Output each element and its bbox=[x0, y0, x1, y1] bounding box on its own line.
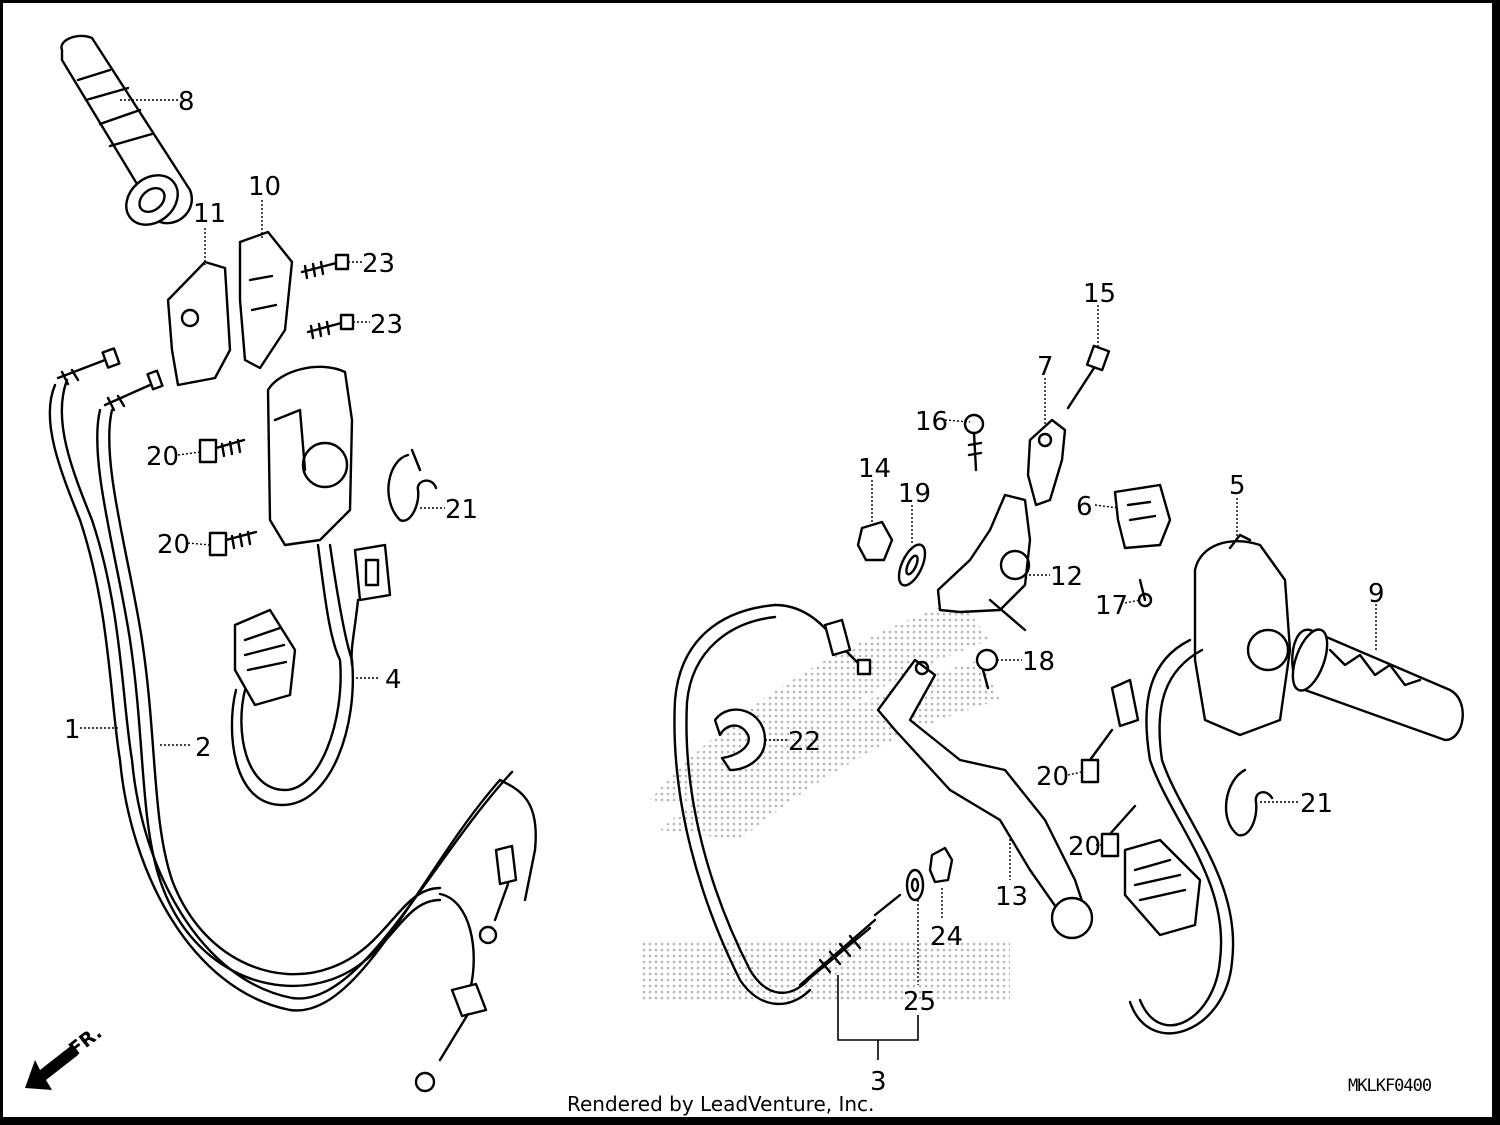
callout-16: 16 bbox=[915, 407, 948, 437]
callout-13: 13 bbox=[995, 882, 1028, 912]
callout-22: 22 bbox=[788, 727, 821, 757]
callout-25: 25 bbox=[903, 987, 936, 1017]
callout-12: 12 bbox=[1050, 562, 1083, 592]
right-grip-part-9[interactable] bbox=[1286, 625, 1464, 742]
callout-23b: 23 bbox=[370, 310, 403, 340]
credit-text: Rendered by LeadVenture, Inc. bbox=[567, 1092, 875, 1116]
left-grip-part-8[interactable] bbox=[60, 34, 193, 235]
bolt-part-20-left-upper[interactable] bbox=[198, 438, 246, 464]
diagram-code: MKLKF0400 bbox=[1348, 1076, 1432, 1096]
wire-clamp-part-21-left[interactable] bbox=[387, 448, 438, 522]
callout-labels: 8 10 11 23 23 20 20 21 4 1 2 15 7 16 14 … bbox=[64, 87, 1385, 1097]
callout-3: 3 bbox=[870, 1067, 887, 1097]
callout-21b: 21 bbox=[1300, 789, 1333, 819]
screw-part-23-lower[interactable] bbox=[306, 313, 355, 340]
stop-switch-part-6[interactable] bbox=[1113, 483, 1172, 550]
throttle-housing-upper-part-11[interactable] bbox=[166, 260, 232, 387]
callout-23a: 23 bbox=[362, 249, 395, 279]
callout-18: 18 bbox=[1022, 647, 1055, 677]
bolt-part-20-left-lower[interactable] bbox=[208, 530, 258, 557]
callout-5: 5 bbox=[1229, 471, 1246, 501]
pivot-bolt-part-15[interactable] bbox=[1066, 344, 1111, 410]
callout-4: 4 bbox=[385, 665, 402, 695]
right-switch-harness[interactable] bbox=[1110, 638, 1235, 1035]
callout-21a: 21 bbox=[445, 495, 478, 525]
callout-7: 7 bbox=[1037, 352, 1054, 382]
throttle-cable-part-1[interactable] bbox=[48, 347, 537, 1012]
callout-9: 9 bbox=[1368, 579, 1385, 609]
wire-clamp-part-21-right[interactable] bbox=[1224, 768, 1274, 837]
throttle-housing-lower-part-10[interactable] bbox=[238, 230, 294, 370]
callout-20c: 20 bbox=[1036, 762, 1069, 792]
callout-20b: 20 bbox=[157, 530, 190, 560]
bolt-part-20-right-lower[interactable] bbox=[1100, 804, 1137, 858]
screw-part-17[interactable] bbox=[1137, 578, 1153, 608]
right-switch-housing-part-5[interactable] bbox=[1193, 533, 1292, 737]
left-switch-housing[interactable] bbox=[266, 365, 354, 547]
callout-10: 10 bbox=[248, 172, 281, 202]
callout-17: 17 bbox=[1095, 591, 1128, 621]
clutch-lever-part-13[interactable] bbox=[876, 658, 1094, 940]
lever-bracket-part-12[interactable] bbox=[936, 493, 1032, 632]
callout-11: 11 bbox=[193, 199, 226, 229]
clutch-cable-part-3[interactable] bbox=[673, 603, 902, 1005]
callout-20a: 20 bbox=[146, 442, 179, 472]
callout-1: 1 bbox=[64, 715, 81, 745]
callout-24: 24 bbox=[930, 922, 963, 952]
screw-part-23-upper[interactable] bbox=[300, 253, 350, 280]
nut-part-14[interactable] bbox=[856, 520, 894, 562]
callout-20d: 20 bbox=[1068, 832, 1101, 862]
cable-clip-part-22[interactable] bbox=[713, 708, 767, 772]
washer-part-19[interactable] bbox=[894, 541, 931, 589]
bolt-part-20-right-upper[interactable] bbox=[1080, 728, 1114, 784]
leader-lines bbox=[80, 99, 1377, 1060]
washer-part-25[interactable] bbox=[905, 868, 925, 902]
master-cylinder-holder-part-7[interactable] bbox=[1026, 418, 1067, 507]
callout-2: 2 bbox=[195, 733, 212, 763]
callout-6: 6 bbox=[1076, 492, 1093, 522]
callout-19: 19 bbox=[898, 479, 931, 509]
switch-harness-part-4[interactable] bbox=[230, 543, 392, 807]
screw-part-16[interactable] bbox=[963, 413, 985, 472]
throttle-cable-part-2[interactable] bbox=[96, 369, 488, 1093]
front-direction-arrow-icon bbox=[25, 1045, 78, 1090]
callout-15: 15 bbox=[1083, 279, 1116, 309]
nut-part-24[interactable] bbox=[928, 846, 954, 884]
callout-14: 14 bbox=[858, 454, 891, 484]
callout-8: 8 bbox=[178, 87, 195, 117]
